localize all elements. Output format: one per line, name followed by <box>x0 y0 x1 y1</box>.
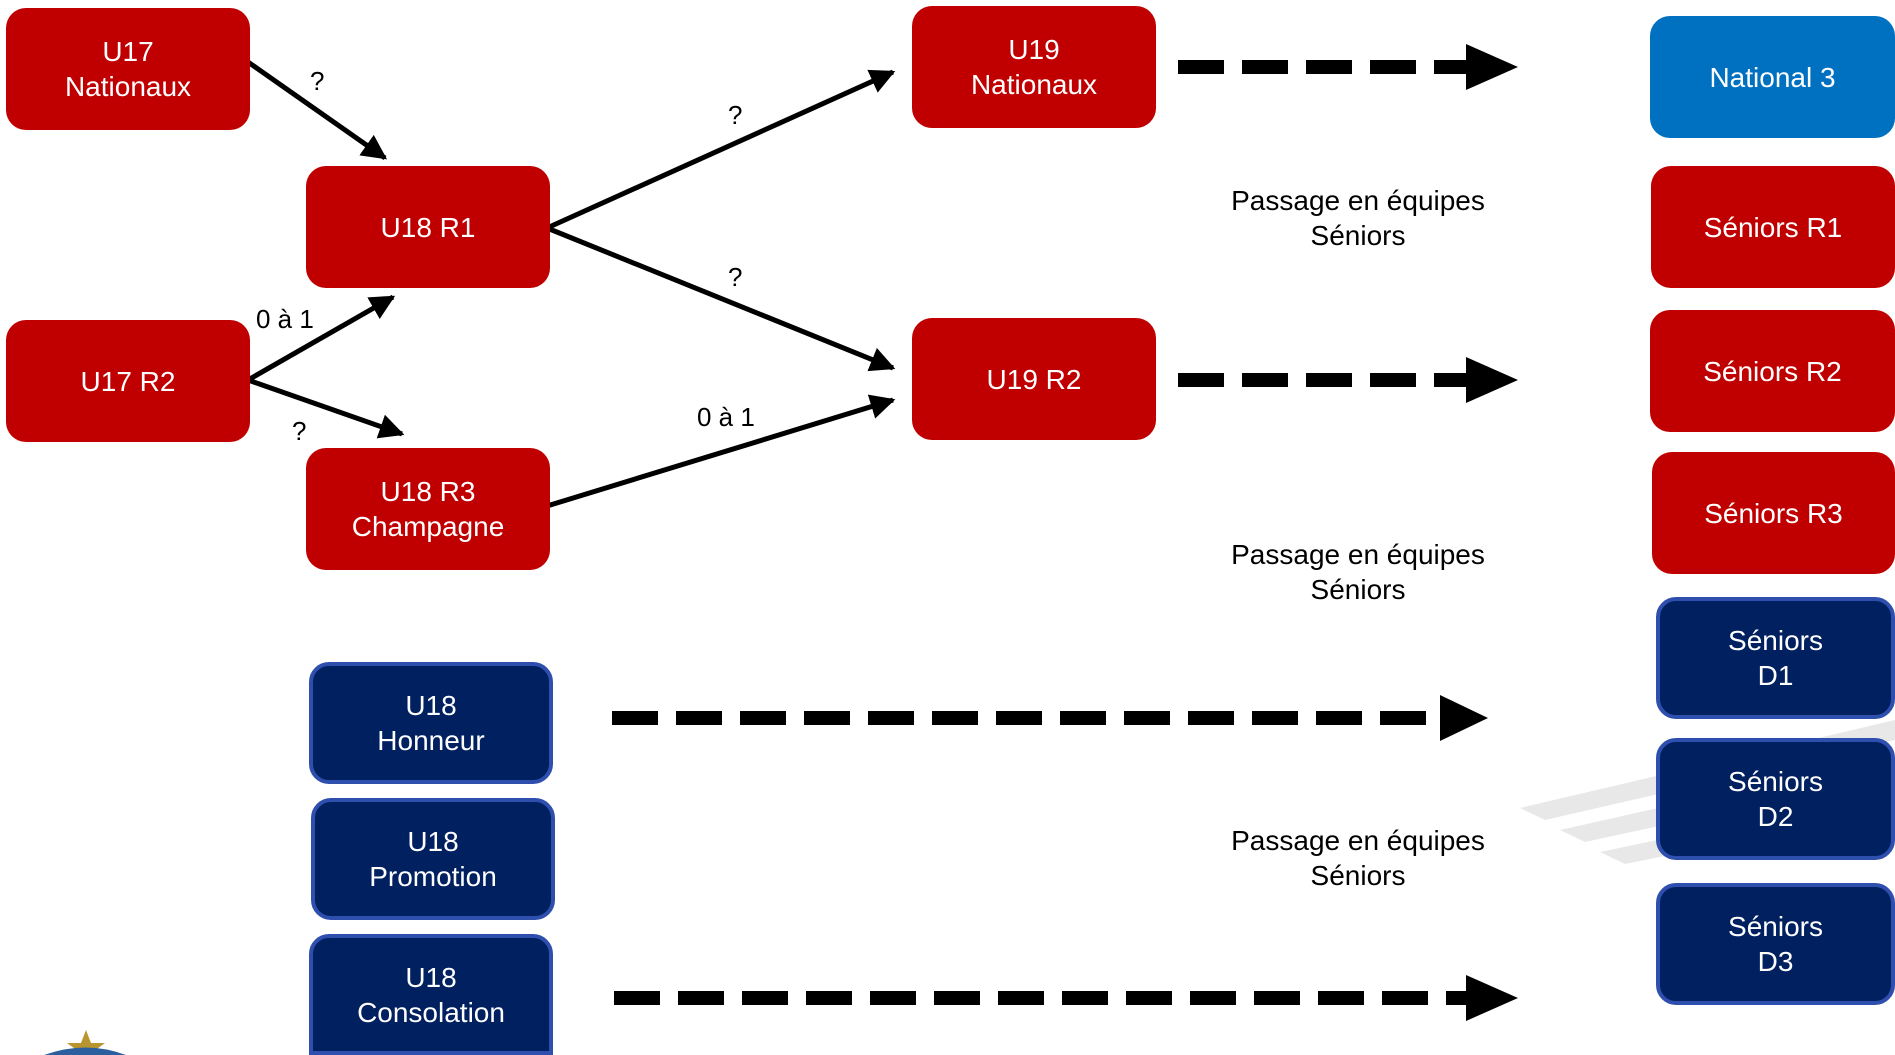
node-u18-honneur: U18 Honneur <box>309 662 553 784</box>
arrow-u17r2-u18r3 <box>247 377 405 439</box>
dashed-arrow-u18consolation <box>614 975 1518 1021</box>
note-passage-seniors-1: Passage en équipes Séniors <box>1231 185 1485 251</box>
node-u17-r2: U17 R2 <box>6 320 250 442</box>
edge-label-u18r1-u19nat: ? <box>728 100 743 130</box>
dashed-arrow-u19r2 <box>1178 357 1518 403</box>
arrow-u17nat-u18r1 <box>246 59 388 161</box>
arrow-u18r1-u19nat <box>545 69 896 231</box>
dashed-arrow-u19nat <box>1178 44 1518 90</box>
node-seniors-r2: Séniors R2 <box>1650 310 1895 432</box>
edge-label-u17nat-u18r1: ? <box>310 66 325 96</box>
node-seniors-r1: Séniors R1 <box>1651 166 1895 288</box>
edge-label-u18r3-u19r2: 0 à 1 <box>697 402 755 432</box>
node-u18-r1: U18 R1 <box>306 166 550 288</box>
node-u19-r2: U19 R2 <box>912 318 1156 440</box>
node-seniors-d3: Séniors D3 <box>1656 883 1895 1005</box>
arrow-u18r1-u19r2 <box>546 225 896 372</box>
edge-label-u17r2-u18r1: 0 à 1 <box>256 304 314 334</box>
note-passage-seniors-2: Passage en équipes Séniors <box>1231 539 1485 605</box>
node-seniors-d1: Séniors D1 <box>1656 597 1895 719</box>
node-seniors-r3: Séniors R3 <box>1652 452 1895 574</box>
fff-logo-icon <box>44 1030 126 1055</box>
node-u19-nationaux: U19 Nationaux <box>912 6 1156 128</box>
node-u18-consolation: U18 Consolation <box>309 934 553 1055</box>
node-u18-r3: U18 R3 Champagne <box>306 448 550 570</box>
edge-label-u18r1-u19r2: ? <box>728 262 743 292</box>
dashed-arrow-u18honneur <box>612 695 1488 741</box>
node-u17-nationaux: U17 Nationaux <box>6 8 250 130</box>
arrow-u18r3-u19r2 <box>546 394 896 509</box>
edge-label-u17r2-u18r3: ? <box>292 416 307 446</box>
note-passage-seniors-3: Passage en équipes Séniors <box>1231 825 1485 891</box>
node-national-3: National 3 <box>1650 16 1895 138</box>
node-seniors-d2: Séniors D2 <box>1656 738 1895 860</box>
node-u18-promotion: U18 Promotion <box>311 798 555 920</box>
arrow-u17r2-u18r1 <box>246 294 396 383</box>
